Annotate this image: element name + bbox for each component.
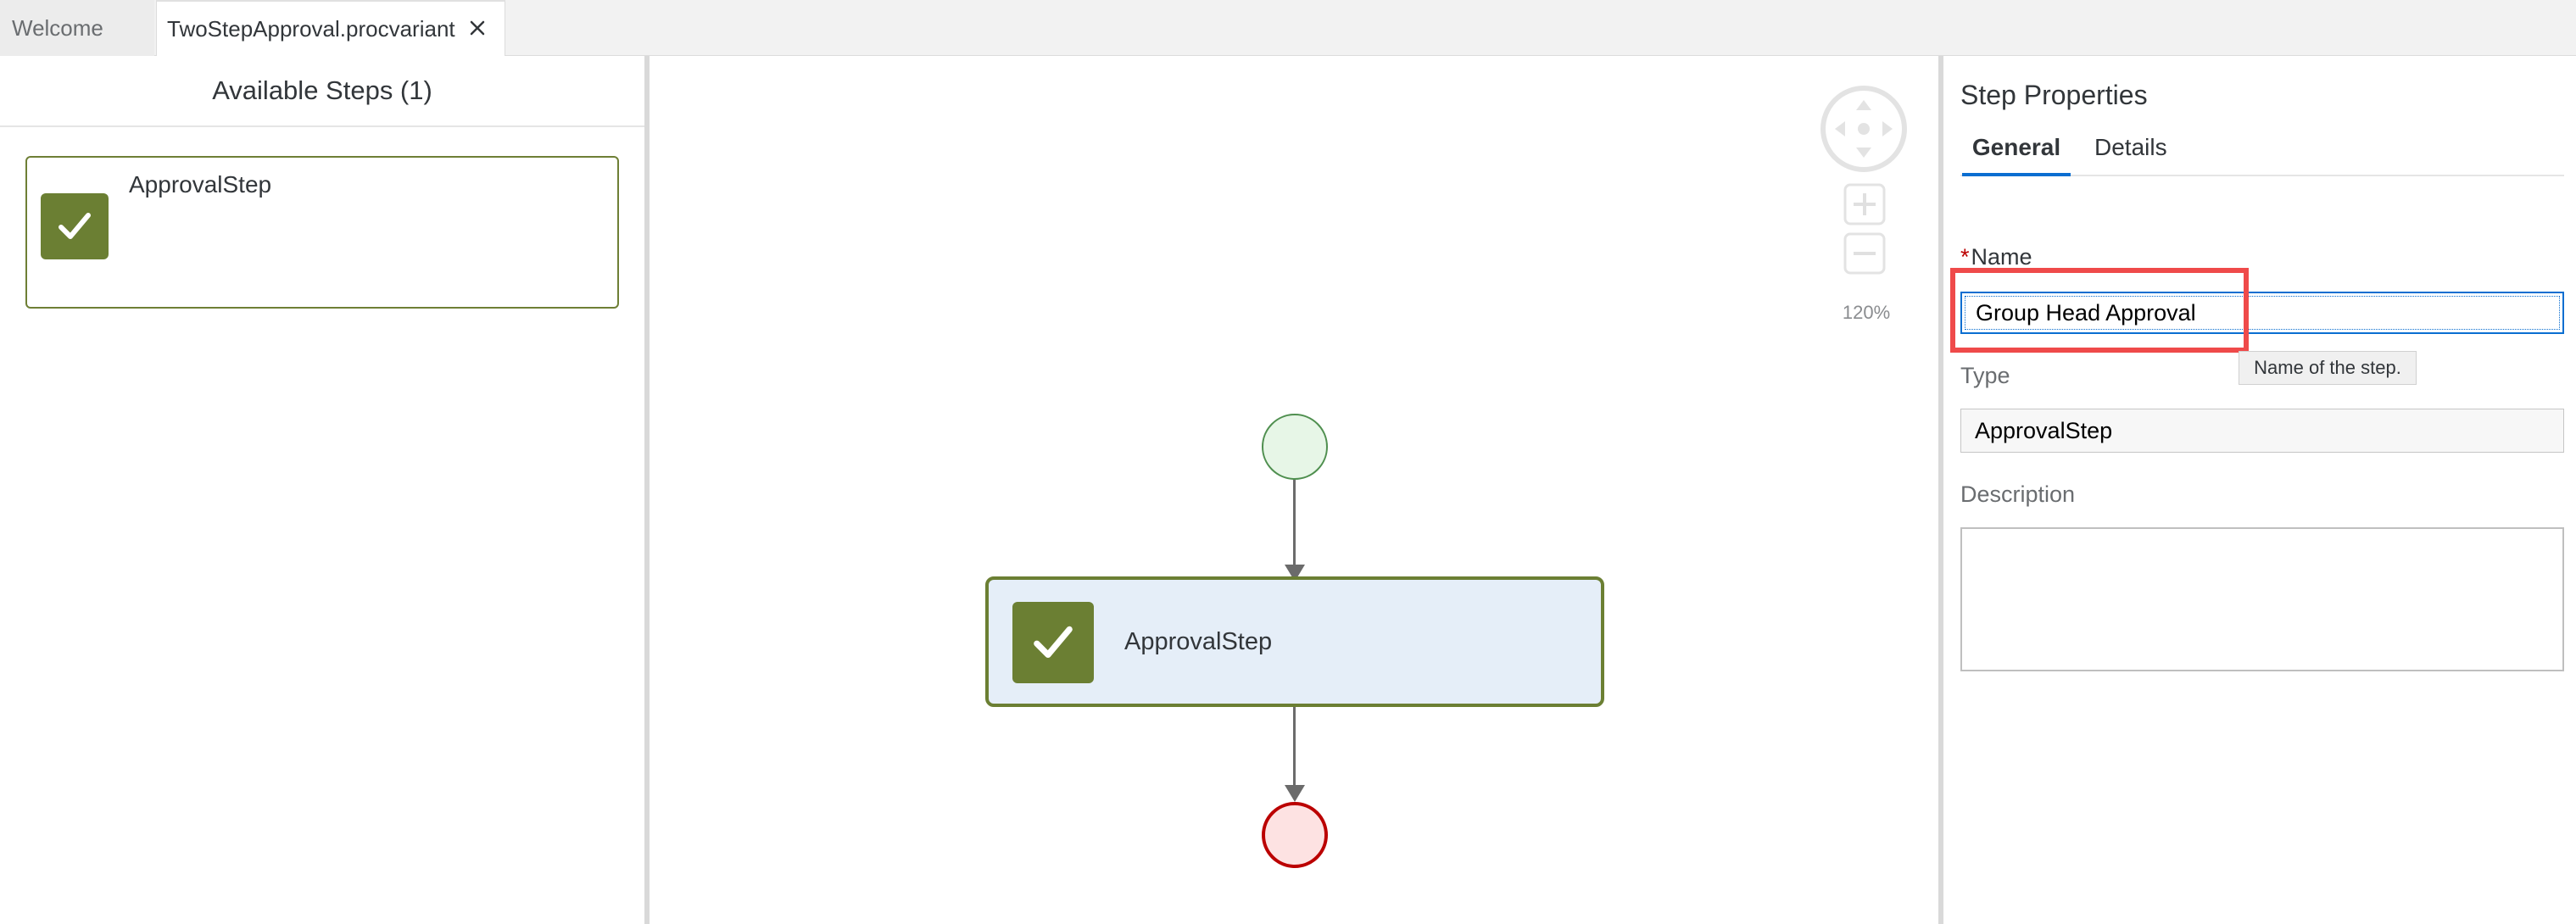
tab-details[interactable]: Details: [2094, 134, 2167, 160]
tab-welcome-label: Welcome: [12, 14, 103, 41]
available-step-label: ApprovalStep: [129, 171, 272, 198]
start-event[interactable]: [1262, 414, 1328, 480]
sequence-flow-in[interactable]: [1293, 480, 1296, 573]
available-steps-panel: Available Steps (1) ApprovalStep: [0, 56, 644, 924]
name-input[interactable]: [1960, 292, 2564, 334]
left-splitter[interactable]: [644, 56, 650, 924]
arrow-head-icon: [1285, 785, 1305, 802]
properties-tab-strip: General Details: [1960, 129, 2564, 176]
name-tooltip: Name of the step.: [2239, 351, 2417, 385]
available-step-card[interactable]: ApprovalStep: [25, 156, 619, 309]
available-steps-title: Available Steps (1): [0, 56, 644, 127]
zoom-in-icon[interactable]: [1843, 183, 1886, 225]
description-textarea[interactable]: [1960, 527, 2564, 671]
close-icon[interactable]: [466, 16, 489, 40]
end-event[interactable]: [1262, 802, 1328, 868]
step-properties-panel: Step Properties General Details *Name Na…: [1943, 56, 2576, 924]
description-label: Description: [1960, 481, 2076, 507]
approval-step-label: ApprovalStep: [1124, 628, 1273, 655]
zoom-level: 120%: [1842, 302, 1891, 323]
tab-welcome[interactable]: Welcome: [0, 0, 154, 56]
navigation-pad-icon[interactable]: [1820, 85, 1908, 173]
type-label: Type: [1960, 363, 2010, 388]
approval-step-node[interactable]: ApprovalStep: [985, 576, 1604, 707]
zoom-out-icon[interactable]: [1843, 232, 1886, 275]
checkmark-icon: [41, 193, 109, 259]
editor-tab-bar: Welcome TwoStepApproval.procvariant: [0, 0, 2576, 56]
name-label: *Name: [1960, 244, 2032, 270]
tab-twostepapproval[interactable]: TwoStepApproval.procvariant: [156, 0, 505, 56]
tab-general[interactable]: General: [1962, 129, 2071, 176]
process-canvas[interactable]: 120% ApprovalStep: [650, 56, 1938, 924]
sequence-flow-out[interactable]: [1293, 707, 1296, 793]
checkmark-icon: [1012, 602, 1094, 683]
name-label-text: Name: [1971, 244, 2032, 270]
right-splitter[interactable]: [1938, 56, 1943, 924]
required-marker: *: [1960, 244, 1970, 270]
step-properties-title: Step Properties: [1960, 80, 2148, 110]
type-field: ApprovalStep: [1960, 409, 2564, 453]
tab-twostepapproval-label: TwoStepApproval.procvariant: [167, 15, 455, 42]
